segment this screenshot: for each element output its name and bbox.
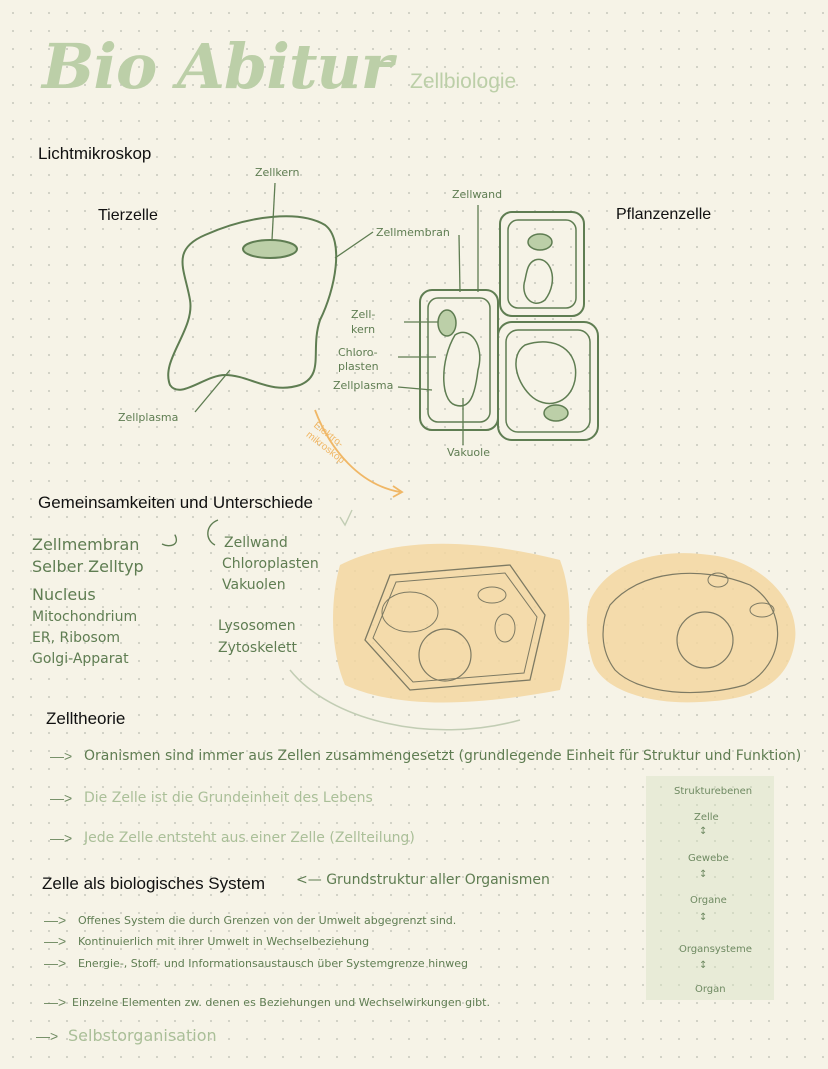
- pflanze-item: Vakuolen: [222, 577, 286, 593]
- animal-cell-outline: [167, 215, 338, 391]
- arrow-icon: —>: [36, 1028, 59, 1044]
- strukturebene-level: Organ: [695, 984, 726, 995]
- zelltheorie-point: Jede Zelle entsteht aus einer Zelle (Zel…: [84, 830, 415, 846]
- tier-item: Lysosomen: [218, 618, 296, 634]
- system-aside-text: Grundstruktur aller Organismen: [326, 872, 550, 888]
- heading-gemeinsamkeiten: Gemeinsamkeiten und Unterschiede: [38, 493, 313, 512]
- zelltheorie-point: Oranismen sind immer aus Zellen zusammen…: [84, 748, 802, 764]
- gemeinsam-item: Golgi-Apparat: [32, 651, 129, 667]
- page-subtitle: Zellbiologie: [410, 70, 517, 93]
- label-zellplasma-animal: Zellplasma: [118, 411, 179, 424]
- gemeinsam-item: Nucleus: [32, 585, 96, 604]
- system-point: Selbstorganisation: [68, 1026, 217, 1045]
- system-point: Energie-, Stoff- und Informationsaustaus…: [78, 957, 468, 970]
- label-pflanzenzelle: Pflanzenzelle: [616, 206, 712, 223]
- system-point: Einzelne Elementen zw. denen es Beziehun…: [72, 996, 490, 1009]
- gemeinsam-item: Selber Zelltyp: [32, 557, 144, 576]
- arrow-icon: —>: [50, 830, 73, 846]
- animal-nucleus: [242, 239, 298, 259]
- updown-arrow-icon: ↕: [699, 869, 708, 880]
- pflanze-item: Zellwand: [224, 535, 288, 551]
- strukturebenen-title: Strukturebenen: [674, 786, 753, 797]
- arrow-icon: —>: [44, 933, 67, 949]
- label-zellkern-side: Zell- kern: [351, 308, 376, 336]
- arrow-icon: —>: [50, 790, 73, 806]
- gemeinsam-item: ER, Ribosom: [32, 630, 121, 646]
- arrow-icon: —>: [44, 955, 67, 971]
- strukturebene-level: Gewebe: [688, 853, 729, 864]
- system-point: Kontinuierlich mit ihrer Umwelt in Wechs…: [78, 935, 370, 948]
- heading-system: Zelle als biologisches System: [42, 874, 265, 893]
- arrow-icon: —>: [50, 748, 73, 764]
- title-dash: [372, 62, 394, 67]
- zelltheorie-point: Die Zelle ist die Grundeinheit des Leben…: [84, 790, 373, 806]
- label-tierzelle: Tierzelle: [98, 207, 158, 224]
- system-aside: <— Grundstruktur aller Organismen: [296, 872, 550, 888]
- strukturebene-level: Organe: [690, 895, 727, 906]
- arrow-icon: —>: [44, 994, 67, 1010]
- strukturebene-level: Organsysteme: [679, 944, 752, 955]
- updown-arrow-icon: ↕: [699, 826, 708, 837]
- label-zellplasma-plant: Zellplasma: [333, 379, 394, 392]
- label-chloroplasten: Chloro- plasten: [338, 346, 379, 373]
- label-zellmembran: Zellmembran: [376, 226, 450, 239]
- label-zellkern-top: Zellkern: [255, 166, 300, 179]
- heading-zelltheorie: Zelltheorie: [46, 709, 126, 728]
- updown-arrow-icon: ↕: [699, 912, 708, 923]
- strukturebenen-box: [646, 776, 774, 1000]
- pflanze-item: Chloroplasten: [222, 556, 319, 572]
- label-vakuole: Vakuole: [447, 446, 490, 459]
- gemeinsam-item: Zellmembran: [32, 535, 140, 554]
- arrow-icon: —>: [44, 912, 67, 928]
- heading-lichtmikroskop: Lichtmikroskop: [38, 144, 152, 163]
- page-title: Bio Abitur: [42, 30, 393, 103]
- gemeinsam-item: Mitochondrium: [32, 609, 138, 625]
- strukturebene-level: Zelle: [694, 812, 719, 823]
- system-point: Offenes System die durch Grenzen von der…: [78, 914, 457, 927]
- tier-item: Zytoskelett: [218, 640, 297, 656]
- updown-arrow-icon: ↕: [699, 960, 708, 971]
- label-zellwand: Zellwand: [452, 188, 503, 201]
